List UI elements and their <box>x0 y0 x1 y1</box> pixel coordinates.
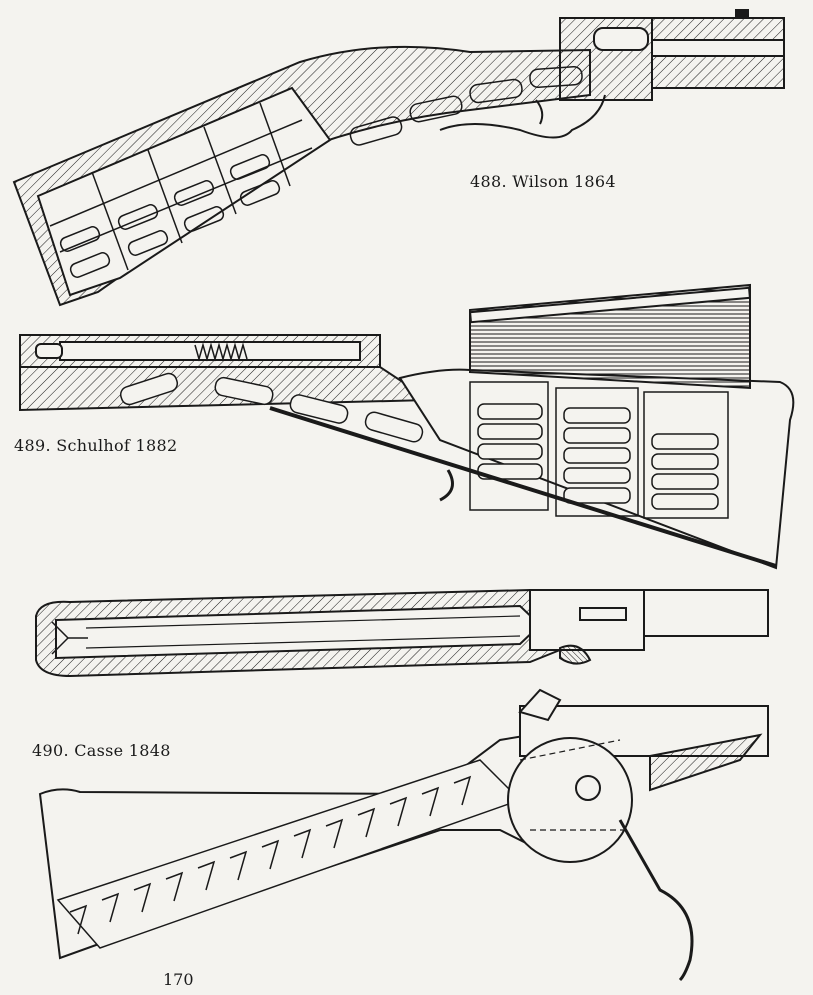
schulhof-chamber-cartridge <box>35 343 63 359</box>
figure-488-wilson <box>12 9 785 307</box>
figure-number: 490. <box>32 741 69 760</box>
figure-number: 488. <box>470 172 507 191</box>
figure-caption-490: 490. Casse 1848 <box>32 741 171 760</box>
casse-side-belt <box>56 759 522 949</box>
figure-name: Schulhof 1882 <box>56 436 178 455</box>
figure-490-casse-top <box>35 588 769 678</box>
figure-489-schulhof <box>19 283 795 570</box>
schulhof-spring <box>194 342 248 362</box>
casse-side-trigger <box>618 819 694 982</box>
wilson-cartridges <box>59 154 281 278</box>
page-number: 170 <box>163 970 194 989</box>
wilson-magazine-cavity <box>36 86 332 297</box>
figure-name: Casse 1848 <box>74 741 171 760</box>
wilson-lever <box>439 94 606 139</box>
schulhof-trigger <box>439 469 454 502</box>
figure-caption-489: 489. Schulhof 1882 <box>14 436 177 455</box>
figure-490-casse-side <box>38 688 769 982</box>
casse-side-hammer <box>518 688 562 722</box>
casse-top-barrel <box>643 589 769 637</box>
casse-side-drum <box>507 737 633 863</box>
casse-follower <box>51 621 88 655</box>
casse-belt-links <box>85 615 521 649</box>
figure-number: 489. <box>14 436 51 455</box>
figure-caption-488: 488. Wilson 1864 <box>470 172 616 191</box>
schulhof-feed-cartridges <box>119 372 424 443</box>
wilson-trigger <box>535 99 544 125</box>
schulhof-magazine <box>469 381 729 519</box>
schulhof-magazine-cartridges <box>477 403 719 510</box>
figure-name: Wilson 1864 <box>512 172 616 191</box>
wilson-chamber-cartridge <box>593 27 649 51</box>
